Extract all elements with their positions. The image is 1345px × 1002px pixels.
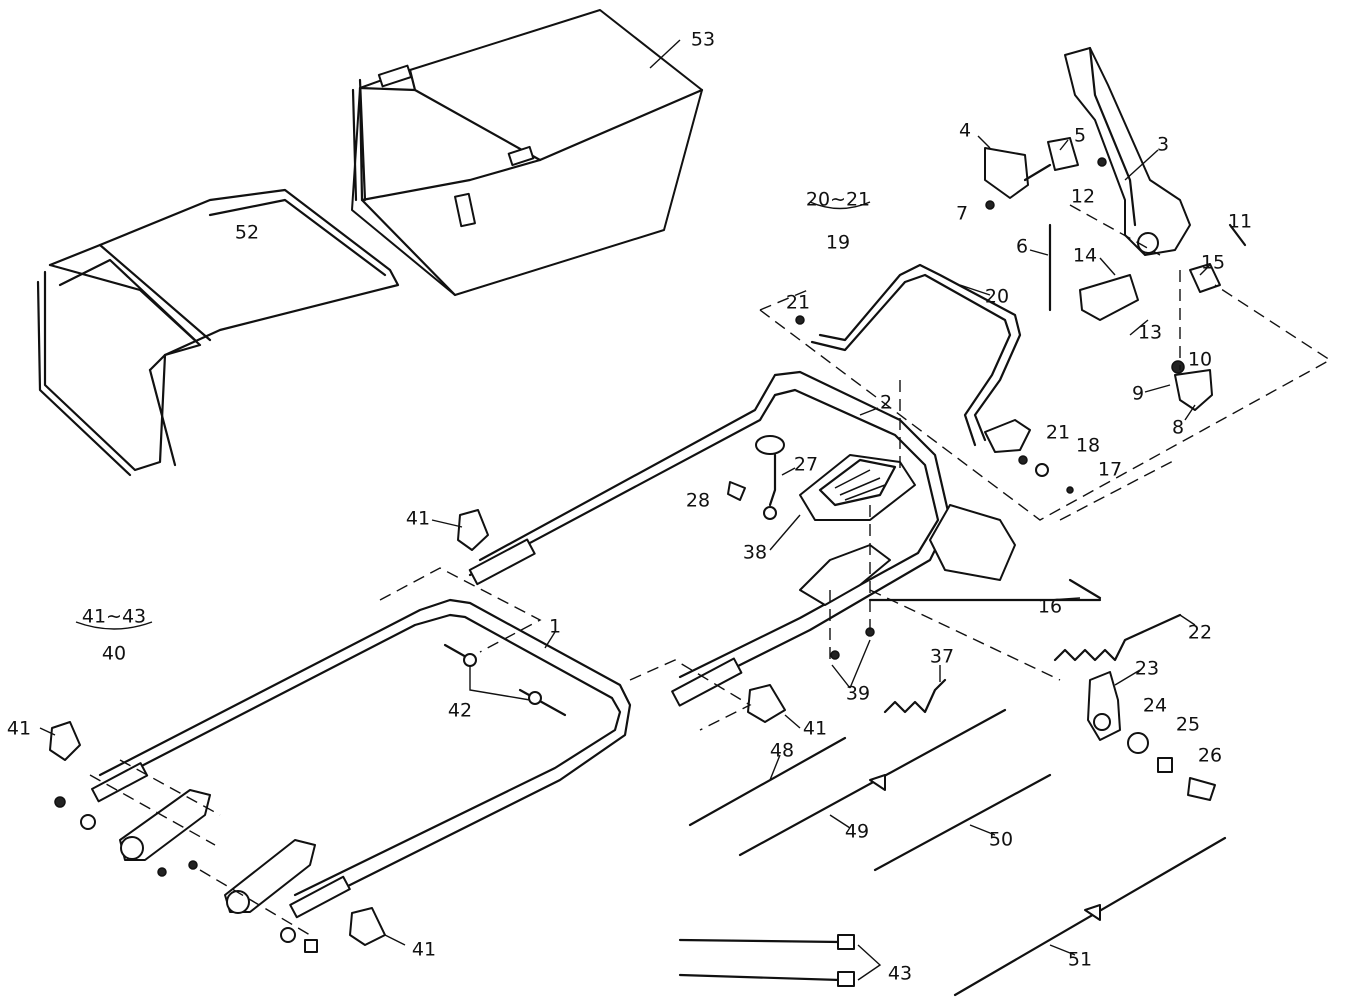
part-label: 27 [794, 454, 818, 476]
straps [678, 934, 855, 987]
part-label: 41 [406, 508, 430, 530]
part-label: 3 [1157, 134, 1169, 156]
part-label: 42 [448, 700, 472, 722]
control-box [799, 454, 916, 606]
part-label: 22 [1188, 622, 1212, 644]
lower-handle [90, 598, 632, 919]
part-label: 10 [1188, 349, 1212, 371]
part-label: 4 [959, 120, 971, 142]
part-label: 7 [956, 203, 968, 225]
part-label: 39 [846, 683, 870, 705]
part-label: 19 [826, 232, 850, 254]
part-label: 21 [786, 292, 810, 314]
part-label: 28 [686, 490, 710, 512]
knobs [49, 509, 786, 946]
cam-parts [1087, 671, 1216, 801]
part-label: 15 [1201, 252, 1225, 274]
part-label: 5 [1074, 125, 1086, 147]
part-label: 41 [803, 718, 827, 740]
part-label: 48 [770, 740, 794, 762]
small-fasteners [54, 157, 1107, 953]
bail-handle [810, 263, 1031, 453]
part-label: 14 [1073, 245, 1097, 267]
part-label: 21 [1046, 422, 1070, 444]
part-label: 20∼21 [806, 189, 870, 211]
part-label: 37 [930, 646, 954, 668]
part-label: 38 [743, 542, 767, 564]
part-label: 2 [880, 392, 892, 414]
assembly-dashed-lines [89, 204, 1332, 936]
part-label: 51 [1068, 949, 1092, 971]
part-label: 52 [235, 222, 259, 244]
part-label: 41 [412, 939, 436, 961]
part-label: 6 [1016, 236, 1028, 258]
bag-frame [36, 188, 400, 477]
handle-brackets [119, 789, 316, 914]
leader-lines [39, 39, 1211, 981]
throttle-lever [727, 435, 785, 520]
part-label: 53 [691, 29, 715, 51]
part-label: 40 [102, 643, 126, 665]
part-label: 43 [888, 963, 912, 985]
cables [688, 708, 1227, 997]
part-label: 1 [549, 616, 561, 638]
part-label: 41 [7, 718, 31, 740]
part-label: 23 [1135, 658, 1159, 680]
part-label: 20 [985, 286, 1009, 308]
grass-bag [351, 9, 704, 297]
part-label: 13 [1138, 322, 1162, 344]
part-label: 50 [989, 829, 1013, 851]
part-label: 17 [1098, 459, 1122, 481]
part-label: 16 [1038, 596, 1062, 618]
springs [868, 578, 1182, 714]
part-label: 49 [845, 821, 869, 843]
bolts [443, 643, 567, 717]
control-lever-assembly [984, 46, 1247, 411]
part-label: 41∼43 [82, 606, 146, 628]
part-label: 12 [1071, 186, 1095, 208]
part-label: 25 [1176, 714, 1200, 736]
part-label: 18 [1076, 435, 1100, 457]
part-label: 9 [1132, 383, 1144, 405]
part-label: 8 [1172, 417, 1184, 439]
part-label: 11 [1228, 211, 1252, 233]
upper-handle [468, 370, 1016, 707]
part-label: 26 [1198, 745, 1222, 767]
part-label: 24 [1143, 695, 1167, 717]
